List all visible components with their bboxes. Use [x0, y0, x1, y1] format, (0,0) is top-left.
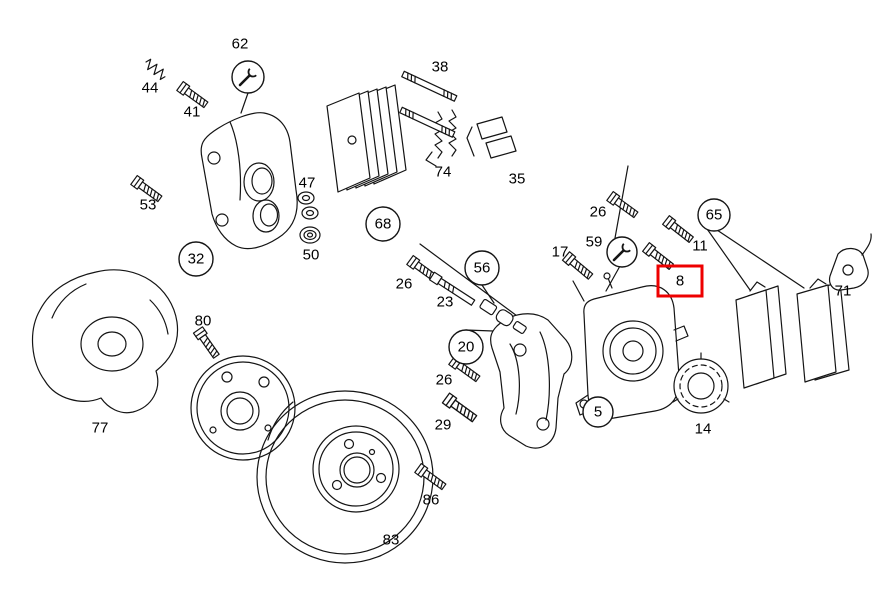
part-number-text: 11 — [692, 238, 708, 255]
part-number-text: 41 — [184, 104, 201, 121]
part-label-23[interactable]: 23 — [437, 294, 454, 311]
part-number-text: 14 — [695, 421, 712, 438]
part-number-text: 26 — [436, 372, 453, 389]
part-label-17[interactable]: 17 — [552, 244, 569, 261]
part-number-text: 47 — [299, 175, 316, 192]
part-number-text: 17 — [552, 244, 569, 261]
art-brake-pads-right — [735, 278, 850, 389]
part-number-text: 62 — [232, 36, 249, 53]
art-caliper-front — [200, 112, 298, 250]
art-guide-pin-23 — [428, 271, 476, 306]
tool-callout — [231, 60, 265, 94]
part-label-50[interactable]: 50 — [303, 247, 320, 264]
part-callout-circle — [464, 250, 500, 286]
part-number-text: 53 — [140, 197, 157, 214]
part-callout-circle — [448, 329, 484, 365]
part-label-47[interactable]: 47 — [299, 175, 316, 192]
art-bolt-80 — [192, 326, 222, 360]
part-number-text: 65 — [706, 207, 723, 224]
part-label-20[interactable]: 20 — [448, 329, 484, 365]
part-label-8[interactable]: 8 — [676, 273, 684, 290]
part-callout-circle — [582, 396, 614, 428]
part-label-83[interactable]: 83 — [383, 532, 400, 549]
art-caliper-rear-5 — [575, 272, 689, 419]
part-label-14[interactable]: 14 — [695, 421, 712, 438]
art-retaining-springs-74 — [425, 109, 457, 167]
art-carrier-bracket-20 — [490, 313, 573, 449]
tool-callout — [606, 236, 638, 268]
art-wear-sensor-71 — [828, 233, 872, 291]
part-label-29[interactable]: 29 — [435, 417, 452, 434]
part-number-text: 35 — [509, 171, 526, 188]
art-brake-pads-left — [326, 84, 407, 193]
part-label-35[interactable]: 35 — [509, 171, 526, 188]
part-number-text: 68 — [375, 216, 392, 233]
part-label-53[interactable]: 53 — [140, 197, 157, 214]
part-label-62[interactable]: 62 — [232, 36, 249, 53]
part-number-text: 26 — [396, 276, 413, 293]
part-number-text: 56 — [474, 260, 491, 277]
part-number-text: 44 — [142, 80, 159, 97]
part-number-text: 59 — [586, 234, 603, 251]
part-label-74[interactable]: 74 — [435, 164, 452, 181]
part-label-41[interactable]: 41 — [184, 104, 201, 121]
art-splash-shield — [31, 269, 179, 414]
part-label-71[interactable]: 71 — [835, 283, 852, 300]
part-number-text: 77 — [92, 420, 109, 437]
art-washers-47 — [297, 191, 319, 220]
part-label-86[interactable]: 86 — [423, 492, 440, 509]
part-number-text: 20 — [458, 339, 475, 356]
part-label-44[interactable]: 44 — [142, 80, 159, 97]
part-number-text: 26 — [590, 204, 607, 221]
art-washer-50 — [299, 226, 321, 244]
part-label-80[interactable]: 80 — [195, 313, 212, 330]
art-bolt-86 — [414, 462, 448, 492]
part-label-26[interactable]: 26 — [436, 372, 453, 389]
part-number-text: 71 — [835, 283, 852, 300]
part-number-text: 38 — [432, 59, 449, 76]
art-hub-cover — [190, 355, 296, 461]
part-label-77[interactable]: 77 — [92, 420, 109, 437]
part-number-text: 5 — [594, 404, 602, 421]
part-label-65[interactable]: 65 — [697, 198, 731, 232]
part-number-text: 50 — [303, 247, 320, 264]
part-number-text: 23 — [437, 294, 454, 311]
part-number-text: 74 — [435, 164, 452, 181]
part-callout-circle — [697, 198, 731, 232]
art-brake-disc — [256, 390, 434, 564]
part-label-11[interactable]: 11 — [692, 238, 708, 255]
highlight-box-part-8 — [656, 264, 704, 298]
art-bolt-11 — [662, 215, 696, 245]
art-stud-38b — [399, 106, 456, 138]
part-label-59[interactable]: 59 — [586, 234, 603, 251]
part-number-text: 29 — [435, 417, 452, 434]
part-label-5[interactable]: 5 — [582, 396, 614, 428]
part-callout-circle — [365, 206, 401, 242]
art-pad-retainer-35 — [466, 116, 517, 159]
art-lock-plate-14 — [672, 352, 730, 414]
part-number-text: 8 — [676, 273, 684, 290]
part-label-32[interactable]: 32 — [178, 241, 214, 277]
part-number-text: 86 — [423, 492, 440, 509]
art-stud-38a — [401, 70, 458, 102]
art-guide-bushings-56 — [479, 298, 527, 334]
part-number-text: 83 — [383, 532, 400, 549]
part-label-26[interactable]: 26 — [396, 276, 413, 293]
part-number-text: 80 — [195, 313, 212, 330]
part-callout-circle — [178, 241, 214, 277]
part-label-38[interactable]: 38 — [432, 59, 449, 76]
art-spring-44 — [142, 57, 169, 82]
labels-layer: 44 41 62 53 47 50 38 74 35 26 23 17 59 26 11 8 71 26 29 80 1… — [92, 36, 852, 549]
part-label-56[interactable]: 56 — [464, 250, 500, 286]
part-label-68[interactable]: 68 — [365, 206, 401, 242]
part-label-26[interactable]: 26 — [590, 204, 607, 221]
part-number-text: 32 — [188, 251, 205, 268]
